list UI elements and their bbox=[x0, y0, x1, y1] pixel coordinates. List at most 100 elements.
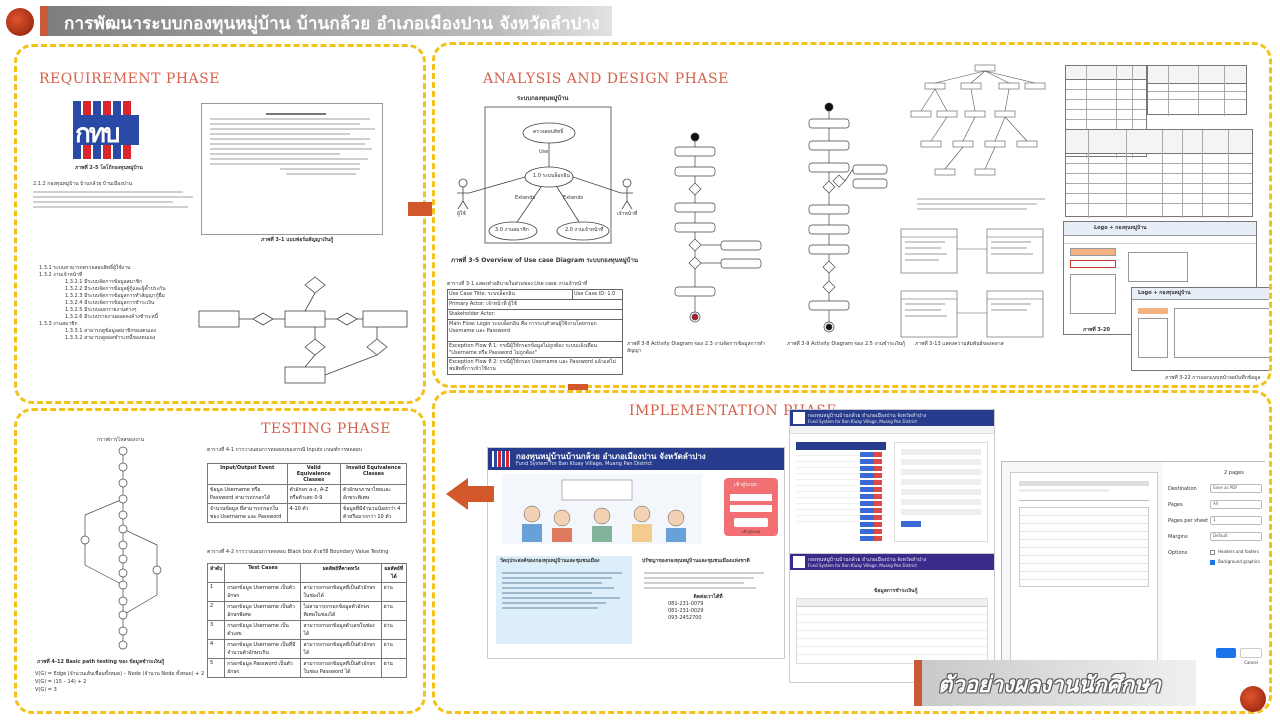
formula-line: V(G) = 3 bbox=[35, 687, 57, 693]
table2-cell: กรอกข้อมูล Username เป็นที่มีจำนวนตัวอัก… bbox=[224, 639, 302, 659]
pages-select[interactable]: All bbox=[1210, 500, 1262, 509]
flow-caption: ภาพที่ 4-12 Basic path testing ของ ข้อมู… bbox=[37, 659, 165, 665]
formula-line: V(G) = Edge (จำนวนเส้นเชื่อมทั้งหมด) – N… bbox=[35, 671, 205, 677]
usecase-node: 1.0 ระบบล็อกอิน bbox=[533, 173, 570, 179]
print-preview: 2 pages Destination Save as PDF Pages Al… bbox=[1001, 461, 1266, 670]
requirement-phase-title: REQUIREMENT PHASE bbox=[39, 71, 220, 87]
usecase-node: 2.0 งานเจ้าหน้าที่ bbox=[565, 227, 604, 233]
table2-cell: ผ่าน bbox=[380, 658, 408, 678]
admin-header-1: กองทุนหมู่บ้านบ้านกล้วย อำเภอเมืองปาน จั… bbox=[790, 410, 994, 426]
ui-caption-2: ภาพที่ 3-22 การออกแบบหน้าจอบันทึกข้อมูล bbox=[1165, 375, 1261, 381]
table2-cell: กรอกข้อมูล Username เป็นตัวอักษรพิเศษ bbox=[224, 601, 302, 621]
print-option-2: Background graphics bbox=[1218, 559, 1261, 564]
actor-label: ผู้ใช้ bbox=[457, 211, 466, 217]
activity-diagram-3 bbox=[832, 164, 888, 189]
header-logo-circle bbox=[6, 8, 34, 36]
background-graphics-checkbox[interactable] bbox=[1210, 560, 1215, 565]
req-line: 1.3.2.3 มีระบบจัดการข้อมูลการทำสัญญากู้ย… bbox=[65, 293, 165, 299]
equivalence-table: Input/Output Event Valid Equivalence Cla… bbox=[207, 463, 408, 523]
pages-per-sheet-select[interactable]: 1 bbox=[1210, 516, 1262, 525]
actor-label: เจ้าหน้าที่ bbox=[617, 211, 638, 217]
class-caption: ภาพที่ 3-13 แสดงความสัมพันธ์ของคลาส bbox=[915, 341, 1004, 347]
table2-cell: สามารถกรอกข้อมูลที่เป็นตัวอักษรในช่องได้ bbox=[300, 582, 382, 602]
card-title-right: ปรัชญาของกองทุนหมู่บ้านและชุมชนเมืองแห่ง… bbox=[642, 558, 750, 564]
spec-caption: ตารางที่ 3-1 แสดงคำอธิบายในส่วนของ Use c… bbox=[447, 281, 588, 287]
req-line: 1.3.2.2 มีระบบจัดการข้อมูลผู้กู้และผู้ค้… bbox=[65, 286, 166, 292]
headers-footers-checkbox[interactable] bbox=[1210, 550, 1215, 555]
testing-panel: TESTING PHASE กราฟการไหลของงาน ภาพที่ 4-… bbox=[14, 408, 426, 714]
title-bar: การพัฒนาระบบกองทุนหมู่บ้าน บ้านกล้วย อำเ… bbox=[40, 6, 612, 36]
activity-caption-2: ภาพที่ 3-9 Activity Diagram ของ 2.5 งานช… bbox=[787, 341, 906, 347]
analysis-phase-title: ANALYSIS AND DESIGN PHASE bbox=[483, 71, 729, 87]
ui-wireframe-header: Logo + กองทุนหมู่บ้าน bbox=[1094, 225, 1147, 231]
info-card-right: ปรัชญาของกองทุนหมู่บ้านและชุมชนเมืองแห่ง… bbox=[638, 556, 778, 654]
req-line: 1.3.2.4 มีระบบจัดการข้อมูลการชำระเงิน bbox=[65, 300, 155, 306]
print-save-button[interactable]: Save bbox=[1216, 648, 1236, 664]
footer-circle bbox=[1240, 686, 1266, 712]
spec-text: Exception Flow ที่ 1: กรณีผู้ใช้กรอกข้อม… bbox=[448, 342, 622, 358]
site-illustration bbox=[502, 474, 702, 544]
payment-table bbox=[796, 598, 988, 664]
kthb-logo-text: กทบ bbox=[75, 119, 120, 149]
login-username-input[interactable] bbox=[730, 494, 772, 501]
table2-cell: สามารถกรอกข้อมูลตัวเลขในช่องได้ bbox=[300, 620, 382, 640]
print-page-count: 2 pages bbox=[1224, 470, 1244, 476]
print-label: Pages bbox=[1168, 502, 1183, 508]
print-page bbox=[1010, 472, 1158, 662]
admin-sub-1: Fund System for Ban Kluay Village, Muang… bbox=[808, 419, 917, 424]
print-cancel-label: Cancel bbox=[1244, 660, 1258, 665]
contact-line: 093-2452700 bbox=[668, 615, 702, 621]
requirement-text-block: 2.1.2 กองทุนหมู่บ้าน บ้านกล้วย บ้านเมือง… bbox=[33, 181, 203, 211]
page-title: การพัฒนาระบบกองทุนหมู่บ้าน บ้านกล้วย อำเ… bbox=[64, 14, 600, 34]
logo-caption: ภาพที่ 2-5 โลโก้กองทุนหมู่บ้าน bbox=[75, 165, 143, 171]
spec-cell: Use Case ID: 1.0 bbox=[572, 290, 622, 299]
table2-caption: ตารางที่ 4-2 การวางแผนการทดสอบ Black box… bbox=[207, 549, 389, 555]
usecase-node: 3.0 งานสมาชิก bbox=[495, 227, 529, 233]
req-line: 1.3.2.6 มีระบบรายงานยอดคงค้างชำระหนี้ bbox=[65, 314, 159, 320]
login-button[interactable]: เข้าสู่ระบบ bbox=[734, 518, 768, 534]
usecase-spec-table: Use Case Title: ระบบล็อกอิน Use Case ID:… bbox=[447, 289, 623, 375]
table2-cell: ผ่าน bbox=[380, 582, 408, 602]
admin-list-1 bbox=[796, 442, 886, 552]
spec-cell: Primary Actor: เจ้าหน้าที่ ผู้ใช้ bbox=[448, 300, 622, 310]
formula-line: V(G) = (15 – 14) + 2 bbox=[35, 679, 87, 685]
req-line: 1.3.2 งานเจ้าหน้าที่ bbox=[39, 272, 83, 278]
table2-cell: ผ่าน bbox=[380, 601, 408, 621]
website-home: กองทุนหมู่บ้านบ้านกล้วย อำเภอเมืองปาน จั… bbox=[487, 447, 785, 659]
print-option-1: Headers and footers bbox=[1218, 549, 1259, 554]
contact-line: 081-231-0079 bbox=[668, 601, 704, 607]
implementation-phase-title: IMPLEMENTATION PHASE bbox=[629, 403, 838, 419]
print-cancel-button[interactable]: Cancel bbox=[1240, 648, 1262, 665]
margins-select[interactable]: Default bbox=[1210, 532, 1262, 541]
ui-caption: ภาพที่ 3-20 bbox=[1083, 327, 1110, 333]
data-dictionary-2 bbox=[1147, 65, 1247, 116]
class-diagram bbox=[900, 228, 1044, 338]
usecase-title: ระบบกองทุนหมู่บ้าน bbox=[517, 95, 569, 102]
table2-cell: ผ่าน bbox=[380, 620, 408, 640]
site-logo bbox=[492, 451, 510, 467]
print-label: Destination bbox=[1168, 486, 1197, 492]
usecase-label: Use bbox=[539, 149, 549, 155]
table2-cell: ผ่าน bbox=[380, 639, 408, 659]
admin-title-2: กองทุนหมู่บ้านบ้านกล้วย อำเภอเมืองปาน จั… bbox=[808, 557, 927, 563]
contact-line: 081-231-0029 bbox=[668, 608, 704, 614]
contact-title: ติดต่อเราได้ที่ bbox=[693, 594, 723, 600]
usecase-caption: ภาพที่ 3-5 Overview of Use case Diagram … bbox=[451, 257, 638, 264]
req-line: 2.1.2 กองทุนหมู่บ้าน บ้านกล้วย บ้านเมือง… bbox=[33, 181, 133, 187]
table2-header: ลำดับ bbox=[206, 563, 226, 583]
req-line: 1.3.2.1 มีระบบจัดการข้อมูลสมาชิก bbox=[65, 279, 143, 285]
login-password-input[interactable] bbox=[730, 505, 772, 512]
usecase-label: Extends bbox=[515, 195, 536, 201]
table2-cell: สามารถกรอกข้อมูลที่เป็นตัวอักษรในช่อง Pa… bbox=[300, 658, 382, 678]
table1-cell: ข้อมูลที่มีจำนวนน้อยกว่า 4 ตัวหรือมากกว่… bbox=[339, 503, 408, 523]
site-subtitle: Fund System for Ban Kluay Village, Muang… bbox=[516, 461, 653, 467]
data-dictionary-3 bbox=[1065, 129, 1253, 218]
destination-select[interactable]: Save as PDF bbox=[1210, 484, 1262, 493]
table1-cell: ข้อมูล Username หรือ Password สามารถกรอก… bbox=[207, 484, 288, 504]
table2-cell: กรอกข้อมูล Username เป็นตัวอักษร bbox=[224, 582, 302, 602]
req-line: 1.3.3.1 สามารถดูข้อมูลสมาชิกของตนเอง bbox=[65, 328, 157, 334]
activity-diagram-1 bbox=[674, 132, 762, 323]
spec-text: Main Flow: Login ระบบล็อกอิน คือ การระบุ… bbox=[448, 320, 622, 342]
table2-header: Test Cases bbox=[224, 563, 302, 583]
activity-diagram-2 bbox=[808, 102, 850, 333]
